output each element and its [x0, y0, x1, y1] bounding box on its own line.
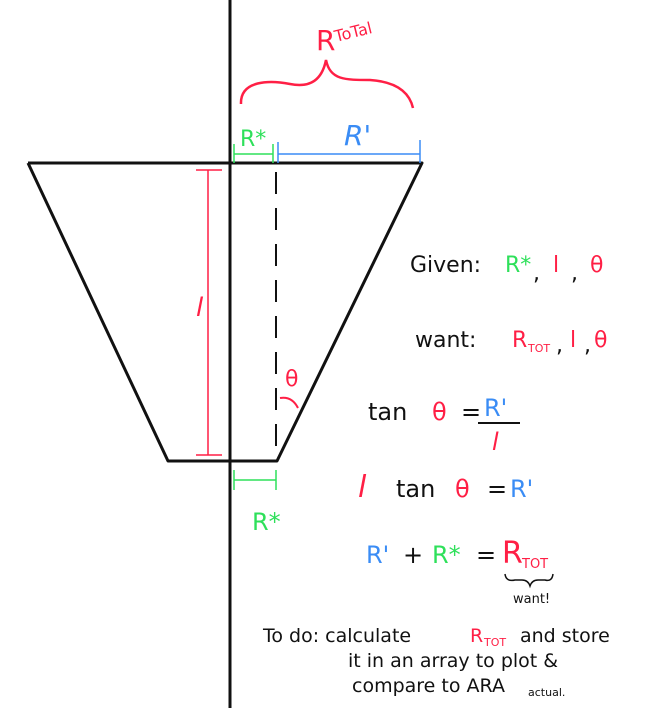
svg-text:it in an array to plot &: it in an array to plot &: [348, 650, 558, 672]
svg-text:l: l: [358, 470, 367, 505]
svg-text:tan: tan: [368, 398, 407, 426]
svg-text:R': R': [510, 475, 533, 503]
want-line: want: R TOT , l , θ: [415, 328, 607, 358]
svg-text:R': R': [366, 541, 389, 569]
svg-text:and store: and store: [520, 625, 610, 647]
given-line: Given: R* , l , θ: [410, 253, 603, 286]
svg-text:θ: θ: [432, 398, 447, 426]
svg-text:compare to ARA: compare to ARA: [352, 675, 505, 697]
svg-text:l: l: [570, 328, 576, 353]
theta-arc: [279, 396, 299, 409]
r-total-brace: [239, 59, 415, 109]
equation-l-tan: l tan θ = R': [358, 470, 533, 505]
svg-text:TOT: TOT: [521, 557, 548, 572]
svg-text:TOT: TOT: [527, 342, 550, 355]
svg-text:want:: want:: [415, 328, 476, 353]
svg-text:=: =: [487, 475, 507, 503]
r-star-bottom-dimension: [233, 470, 277, 490]
svg-text:,: ,: [584, 333, 591, 358]
svg-text:TOT: TOT: [483, 636, 506, 649]
l-label: l: [196, 293, 204, 323]
svg-text:l: l: [492, 428, 499, 456]
svg-text:θ: θ: [590, 253, 603, 278]
svg-text:=: =: [476, 541, 496, 569]
svg-text:tan: tan: [396, 475, 435, 503]
svg-text:R: R: [512, 328, 527, 353]
svg-text:R: R: [502, 536, 523, 571]
todo-note: To do: calculate R TOT and store it in a…: [262, 625, 610, 699]
r-star-bottom-label: R*: [252, 508, 281, 536]
svg-text:,: ,: [533, 261, 540, 286]
equation-sum: R' + R* = R TOT want!: [366, 536, 554, 607]
trapezoid-shape: [26, 161, 424, 463]
svg-text:,: ,: [556, 333, 563, 358]
r-star-dimension: [233, 144, 274, 163]
svg-text:R': R': [484, 394, 507, 422]
l-dimension: [196, 169, 222, 456]
svg-text:,: ,: [571, 261, 578, 286]
r-prime-label: R': [344, 119, 371, 152]
svg-text:actual.: actual.: [528, 686, 565, 699]
equation-tan: tan θ = R' l: [368, 394, 520, 456]
svg-text:R: R: [470, 625, 483, 647]
svg-text:θ: θ: [594, 328, 607, 353]
svg-text:To do: calculate: To do: calculate: [262, 625, 411, 647]
r-prime-dimension: [277, 140, 421, 163]
svg-text:want!: want!: [513, 592, 550, 607]
svg-text:+: +: [403, 541, 423, 569]
svg-text:Given:: Given:: [410, 253, 481, 278]
svg-text:l: l: [553, 253, 559, 278]
r-star-label: R*: [240, 127, 266, 152]
svg-text:=: =: [461, 398, 481, 426]
svg-text:R*: R*: [505, 253, 531, 278]
svg-text:θ: θ: [455, 475, 470, 503]
theta-label: θ: [285, 367, 298, 392]
r-total-subscript: ToTal: [331, 18, 374, 46]
r-total-label: R: [316, 24, 335, 57]
svg-text:R*: R*: [432, 541, 461, 569]
